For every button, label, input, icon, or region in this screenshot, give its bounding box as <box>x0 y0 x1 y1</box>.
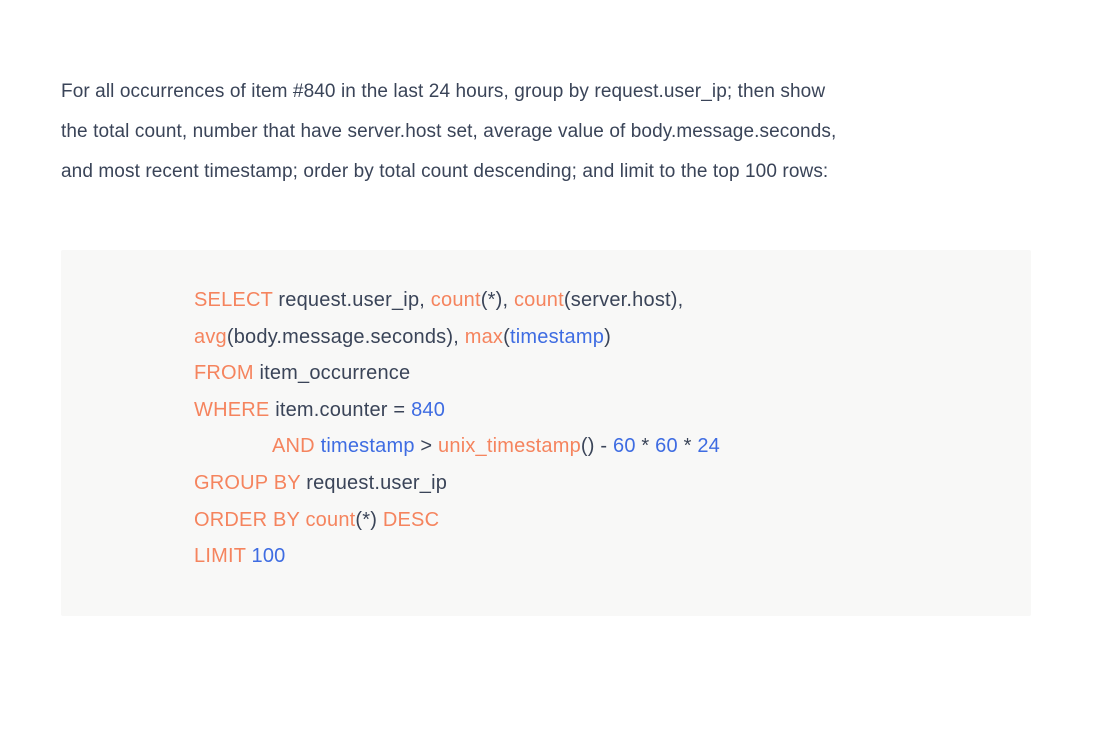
code-token-plain: ( <box>503 325 511 348</box>
code-token-val: timestamp <box>320 435 415 458</box>
code-token-plain: * <box>677 435 698 458</box>
code-token-kw: WHERE <box>194 398 270 421</box>
code-token-val: 840 <box>411 398 446 421</box>
code-token-plain: request.user_ip, <box>272 289 431 311</box>
code-token-kw: SELECT <box>194 289 273 311</box>
code-token-kw: ORDER BY <box>194 508 300 531</box>
prompt-line: and most recent timestamp; order by tota… <box>61 161 829 182</box>
code-token-plain: (*) <box>355 508 383 531</box>
code-token-plain: item_occurrence <box>253 362 411 385</box>
code-line: SELECT request.user_ip, count(*), count(… <box>194 282 1011 319</box>
code-token-kw: count <box>513 289 564 311</box>
code-token-plain: () - <box>580 435 613 458</box>
code-token-plain: item.counter = <box>269 398 412 421</box>
code-line: WHERE item.counter = 840 <box>194 392 1011 429</box>
code-line: ORDER BY count(*) DESC <box>194 502 1011 539</box>
code-token-kw: avg <box>194 325 227 348</box>
code-line: AND timestamp > unix_timestamp() - 60 * … <box>194 428 1011 465</box>
code-line: avg(body.message.seconds), max(timestamp… <box>194 319 1011 356</box>
code-token-kw: LIMIT <box>194 545 246 568</box>
code-token-plain: request.user_ip <box>300 471 448 494</box>
code-token-val: 100 <box>251 545 286 568</box>
sql-code: SELECT request.user_ip, count(*), count(… <box>61 250 1031 575</box>
sql-code-block: SELECT request.user_ip, count(*), count(… <box>61 250 1031 616</box>
code-token-kw: GROUP BY <box>194 471 301 494</box>
code-line: FROM item_occurrence <box>194 355 1011 392</box>
code-token-plain: ) <box>604 325 611 348</box>
code-token-val: 24 <box>697 435 720 458</box>
code-token-kw: AND <box>272 435 315 458</box>
code-line: LIMIT 100 <box>194 538 1011 575</box>
code-token-val: timestamp <box>510 325 605 348</box>
prompt-line: the total count, number that have server… <box>61 121 837 142</box>
code-token-plain: > <box>414 435 439 458</box>
code-token-val: 60 <box>655 435 678 458</box>
code-token-plain: * <box>635 435 656 458</box>
code-token-plain: (server.host), <box>563 289 684 311</box>
code-token-kw: count <box>430 289 481 311</box>
code-token-kw: FROM <box>194 362 254 385</box>
code-token-kw: max <box>464 325 504 348</box>
code-token-kw: DESC <box>382 508 440 531</box>
code-token-kw: unix_timestamp <box>438 435 581 458</box>
code-token-val: 60 <box>613 435 636 458</box>
code-token-plain: (*), <box>480 289 514 311</box>
code-line: GROUP BY request.user_ip <box>194 465 1011 502</box>
code-token-plain: (body.message.seconds), <box>226 325 465 348</box>
prompt-paragraph: For all occurrences of item #840 in the … <box>61 72 1021 192</box>
code-token-kw: count <box>305 508 356 531</box>
prompt-line: For all occurrences of item #840 in the … <box>61 81 826 102</box>
